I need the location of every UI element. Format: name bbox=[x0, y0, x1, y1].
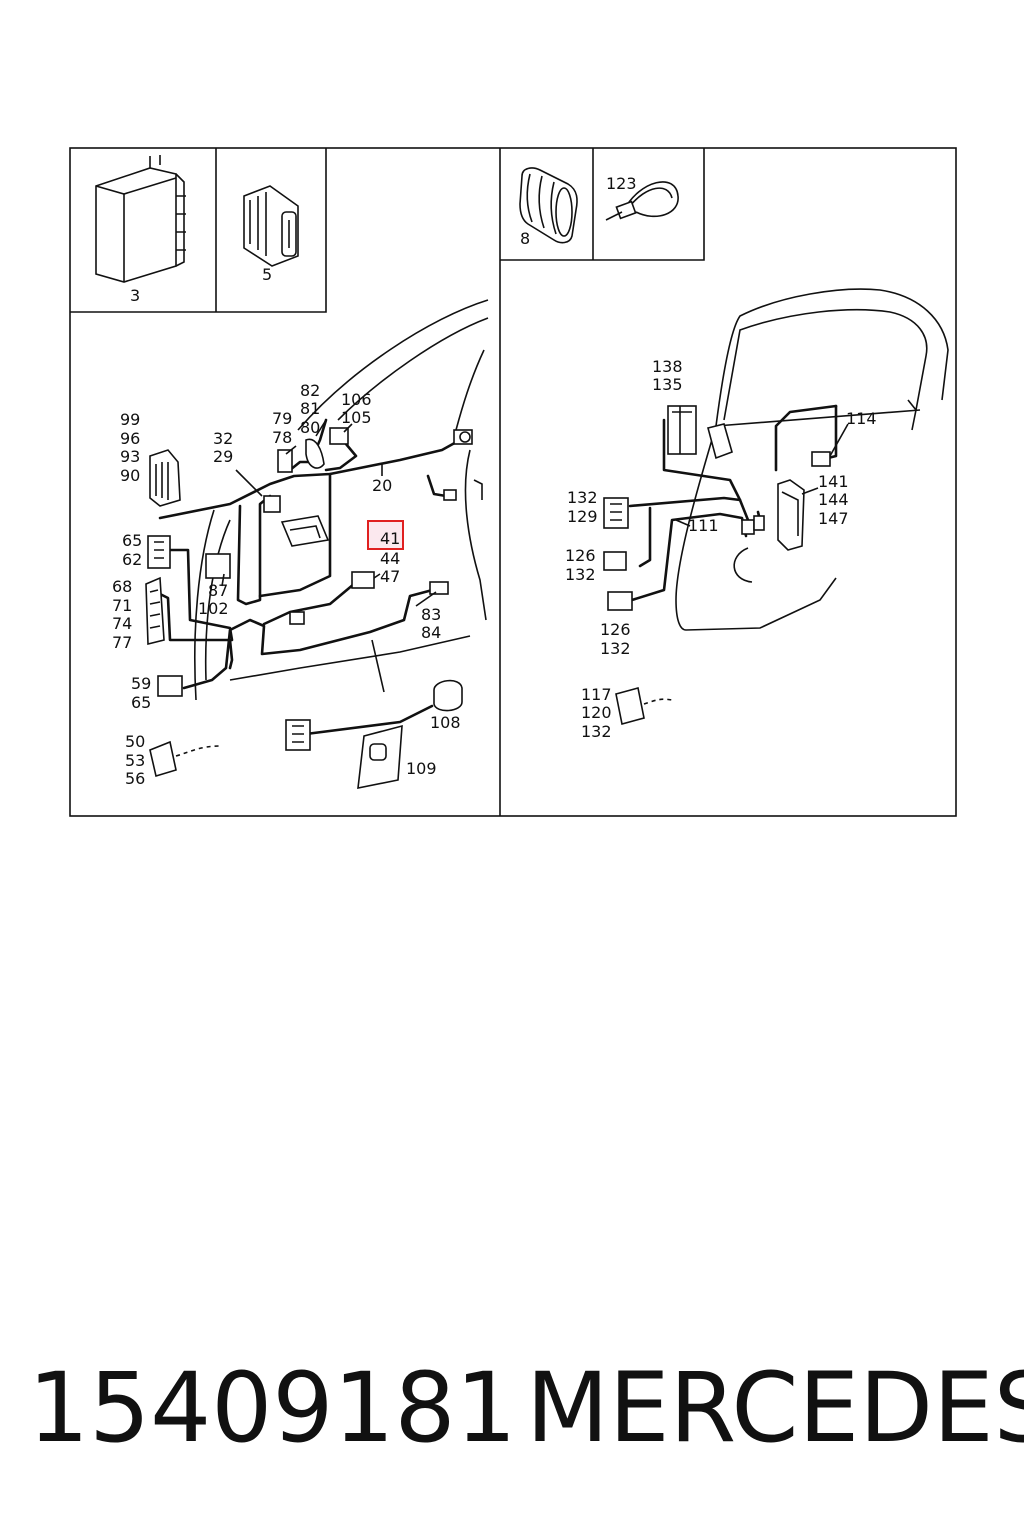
callout-80: 80 bbox=[300, 418, 320, 437]
callout-78: 78 bbox=[272, 428, 292, 447]
callout-132-c: 132 bbox=[600, 639, 631, 658]
callout-53: 53 bbox=[125, 751, 145, 770]
diagram-frame bbox=[69, 147, 957, 817]
callout-50: 50 bbox=[125, 732, 145, 751]
callout-65-upper: 65 bbox=[122, 531, 142, 550]
front-door-outline bbox=[194, 299, 489, 701]
callout-114: 114 bbox=[846, 409, 877, 428]
callout-56: 56 bbox=[125, 769, 145, 788]
inset-boxes-right bbox=[500, 148, 705, 261]
callout-132-b: 132 bbox=[565, 565, 596, 584]
front-harness bbox=[158, 418, 462, 690]
wiring-diagram: 3 5 8 123 99 96 93 90 32 29 79 78 82 81 … bbox=[69, 147, 957, 817]
callout-132-d: 132 bbox=[581, 722, 612, 741]
callout-83: 83 bbox=[421, 605, 441, 624]
connector-part-5 bbox=[243, 185, 299, 267]
callout-77: 77 bbox=[112, 633, 132, 652]
callout-41: 41 bbox=[380, 529, 400, 548]
callout-147: 147 bbox=[818, 509, 849, 528]
callout-141: 141 bbox=[818, 472, 849, 491]
cable-tie-part bbox=[605, 181, 679, 221]
highlight-box-41 bbox=[367, 520, 404, 550]
callout-79: 79 bbox=[272, 409, 292, 428]
callout-144: 144 bbox=[818, 490, 849, 509]
callout-5: 5 bbox=[262, 265, 272, 284]
leader-lines bbox=[221, 419, 849, 607]
callout-109: 109 bbox=[406, 759, 437, 778]
brand-name: MERCEDES bbox=[526, 1352, 1024, 1464]
callout-126-b: 126 bbox=[600, 620, 631, 639]
callout-84: 84 bbox=[421, 623, 441, 642]
rear-connectors bbox=[603, 405, 831, 725]
callout-87: 87 bbox=[208, 581, 228, 600]
callout-65-lower: 65 bbox=[131, 693, 151, 712]
callout-29: 29 bbox=[213, 447, 233, 466]
callout-105: 105 bbox=[341, 408, 372, 427]
callout-8: 8 bbox=[520, 229, 530, 248]
callout-132-a: 132 bbox=[567, 488, 598, 507]
callout-74: 74 bbox=[112, 614, 132, 633]
callout-32: 32 bbox=[213, 429, 233, 448]
callout-123: 123 bbox=[606, 174, 637, 193]
callout-20: 20 bbox=[372, 476, 392, 495]
callout-106: 106 bbox=[341, 390, 372, 409]
callout-81: 81 bbox=[300, 399, 320, 418]
callout-71: 71 bbox=[112, 596, 132, 615]
grommet-part bbox=[519, 167, 578, 244]
callout-62: 62 bbox=[122, 550, 142, 569]
callout-120: 120 bbox=[581, 703, 612, 722]
control-module-part bbox=[95, 155, 186, 283]
part-number: 15409181 bbox=[28, 1352, 517, 1464]
callout-68: 68 bbox=[112, 577, 132, 596]
front-connectors bbox=[145, 427, 473, 778]
callout-129: 129 bbox=[567, 507, 598, 526]
inset-boxes-left bbox=[70, 148, 327, 313]
callout-96: 96 bbox=[120, 429, 140, 448]
aux-cable-assembly bbox=[285, 639, 463, 789]
rear-harness bbox=[628, 404, 838, 602]
callout-117: 117 bbox=[581, 685, 612, 704]
callout-93: 93 bbox=[120, 447, 140, 466]
callout-90: 90 bbox=[120, 466, 140, 485]
callout-47: 47 bbox=[380, 567, 400, 586]
callout-labels: 3 5 8 123 99 96 93 90 32 29 79 78 82 81 … bbox=[112, 174, 877, 788]
callout-3: 3 bbox=[130, 286, 140, 305]
callout-111: 111 bbox=[688, 516, 719, 535]
callout-59: 59 bbox=[131, 674, 151, 693]
callout-102: 102 bbox=[198, 599, 229, 618]
callout-44: 44 bbox=[380, 549, 400, 568]
callout-135: 135 bbox=[652, 375, 683, 394]
callout-99: 99 bbox=[120, 410, 140, 429]
callout-138: 138 bbox=[652, 357, 683, 376]
callout-108: 108 bbox=[430, 713, 461, 732]
callout-126-a: 126 bbox=[565, 546, 596, 565]
callout-82: 82 bbox=[300, 381, 320, 400]
